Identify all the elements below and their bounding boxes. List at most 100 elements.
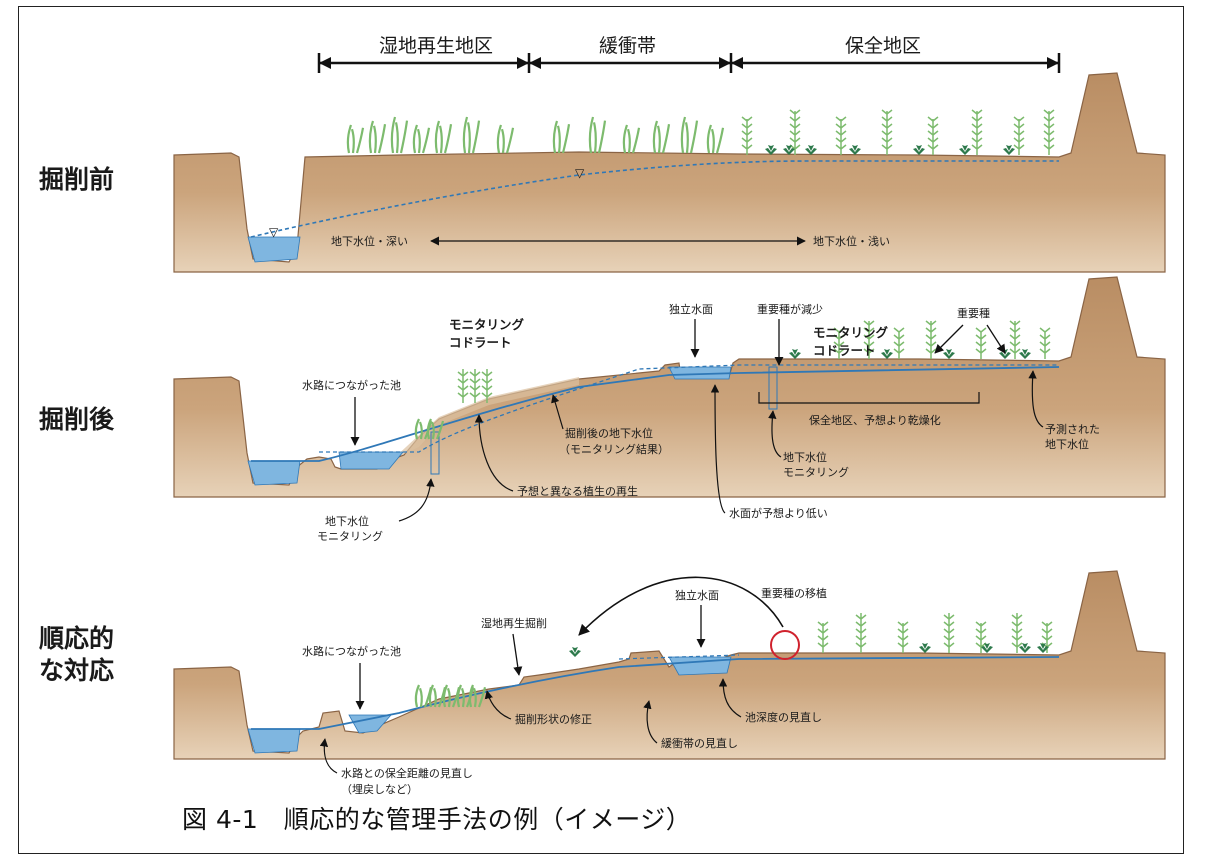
label-gw-shallow: 地下水位・浅い [813, 234, 890, 248]
herb-plant [881, 109, 893, 155]
important-species-plant [981, 643, 993, 653]
herb-plant [1043, 109, 1055, 155]
important-species-plant [1003, 145, 1015, 155]
monitoring-well-left [430, 431, 440, 475]
reed-plant [588, 116, 607, 154]
vegetation-before [346, 109, 1055, 155]
panel-after: 水路につながった池 モニタリング コドラート 独立水面 重要種が減少 モニタリン… [173, 276, 1166, 543]
label-gw-monitor-right-1: 地下水位 [783, 450, 827, 464]
reed-plant [706, 124, 725, 154]
herb-plant [1013, 116, 1025, 155]
label-buffer-review: 緩衝帯の見直し [661, 736, 738, 750]
label-gw-after-2: （モニタリング結果） [559, 442, 669, 456]
herb-plant [1011, 613, 1023, 653]
stage-label-before: 掘削前 [39, 165, 114, 194]
channel-water-adaptive [247, 728, 301, 754]
independent-water-adaptive [668, 656, 732, 676]
herb-plant [833, 327, 845, 359]
herb-plant [971, 109, 983, 155]
stage-label-after: 掘削後 [39, 405, 115, 434]
label-pond-depth-review: 池深度の見直し [745, 710, 822, 724]
label-transplant: 重要種の移植 [761, 586, 827, 600]
zone-header: 湿地再生地区 緩衝帯 保全地区 [317, 35, 1061, 73]
label-predicted-gw-2: 地下水位 [1045, 437, 1089, 451]
label-gw-monitor-right-2: モニタリング [783, 465, 849, 479]
herb-plant [855, 613, 867, 653]
reed-plant [368, 120, 387, 154]
figure-caption: 図 4-1 順応的な管理手法の例（イメージ） [182, 805, 692, 834]
herb-plant [975, 621, 987, 653]
reed-plant [652, 120, 671, 154]
pond-water-after [338, 451, 404, 470]
label-excavation-shape: 掘削形状の修正 [515, 712, 592, 726]
label-distance-review-1: 水路との保全距離の見直し [341, 766, 473, 780]
important-species-plant [569, 647, 581, 657]
herb-plant [893, 327, 905, 359]
reed-plant [390, 116, 409, 154]
important-species-plant [919, 643, 931, 653]
important-species-plant [1037, 643, 1049, 653]
panel-before: ▽ ▽ 地下水位・深い 地下水位・浅い [173, 72, 1166, 273]
label-independent-surface-3: 独立水面 [675, 588, 719, 602]
important-species-plant [943, 349, 955, 359]
label-monitor-quadrat-1b: コドラート [449, 335, 512, 350]
stage-label-adaptive-1: 順応的 [39, 624, 114, 653]
monitoring-well-right [768, 366, 778, 410]
reed-plant [622, 124, 641, 154]
herb-plant [835, 116, 847, 155]
label-gw-deep: 地下水位・深い [331, 234, 408, 248]
zone-label-buffer: 緩衝帯 [599, 35, 656, 57]
adaptive-management-diagram: 湿地再生地区 緩衝帯 保全地区 掘削前 掘削後 順応的 な対応 ▽ ▽ 地下水位… [39, 35, 1166, 796]
herb-plant [863, 320, 875, 359]
stage-label-adaptive-2: な対応 [39, 656, 114, 685]
label-gw-monitor-left-1: 地下水位 [325, 514, 369, 528]
channel-water-before [247, 236, 301, 263]
herb-plant [975, 327, 987, 359]
label-gw-monitor-left-2: モニタリング [317, 529, 383, 543]
label-distance-review-2: （埋戻しなど） [341, 783, 418, 796]
herb-plant [943, 613, 955, 653]
soil-excavated-after [393, 377, 579, 459]
zone-label-wetland: 湿地再生地区 [379, 35, 493, 57]
reed-plant [462, 116, 481, 154]
important-species-plant [849, 145, 861, 155]
label-monitor-quadrat-2b: コドラート [813, 343, 876, 358]
important-species-plant [959, 145, 971, 155]
transplant-arrow [578, 576, 784, 636]
important-species-plant [1019, 643, 1031, 653]
label-monitor-quadrat-2a: モニタリング [813, 325, 889, 340]
reed-plant [426, 418, 445, 440]
reed-plant [468, 684, 487, 708]
label-important-species: 重要種 [957, 306, 990, 320]
reed-plant [552, 120, 571, 154]
important-species-plant [1019, 349, 1031, 359]
label-pond-connected: 水路につながった池 [302, 378, 401, 392]
zone-label-conservation: 保全地区 [845, 35, 921, 57]
herb-plant [817, 621, 829, 653]
reed-plant [412, 124, 431, 154]
svg-text:▽: ▽ [269, 225, 279, 239]
label-pond-connected-3: 水路につながった池 [302, 644, 401, 658]
reed-plant [496, 124, 515, 154]
important-species-plant [789, 349, 801, 359]
herb-plant [897, 621, 909, 653]
label-independent-surface: 独立水面 [669, 302, 713, 316]
soil-profile-before [173, 72, 1166, 273]
label-water-lower: 水面が予想より低い [729, 506, 828, 520]
important-species-plant [783, 145, 795, 155]
label-monitor-quadrat-1a: モニタリング [449, 317, 525, 332]
important-species-plant [881, 349, 893, 359]
label-wetland-excavation: 湿地再生掘削 [481, 616, 547, 630]
label-important-decreased: 重要種が減少 [757, 302, 823, 316]
vegetation-after [414, 320, 1051, 440]
herb-plant [925, 320, 937, 359]
figure-frame: 湿地再生地区 緩衝帯 保全地区 掘削前 掘削後 順応的 な対応 ▽ ▽ 地下水位… [18, 6, 1184, 854]
label-gw-after-1: 掘削後の地下水位 [565, 426, 653, 440]
gw-line-adaptive [251, 656, 1060, 730]
label-conservation-drying: 保全地区、予想より乾燥化 [809, 413, 941, 427]
gw-line-adaptive-dashed [618, 654, 740, 660]
reed-plant [680, 116, 699, 154]
herb-plant [481, 369, 493, 403]
pond-water-adaptive [348, 714, 392, 734]
herb-plant [457, 369, 469, 403]
